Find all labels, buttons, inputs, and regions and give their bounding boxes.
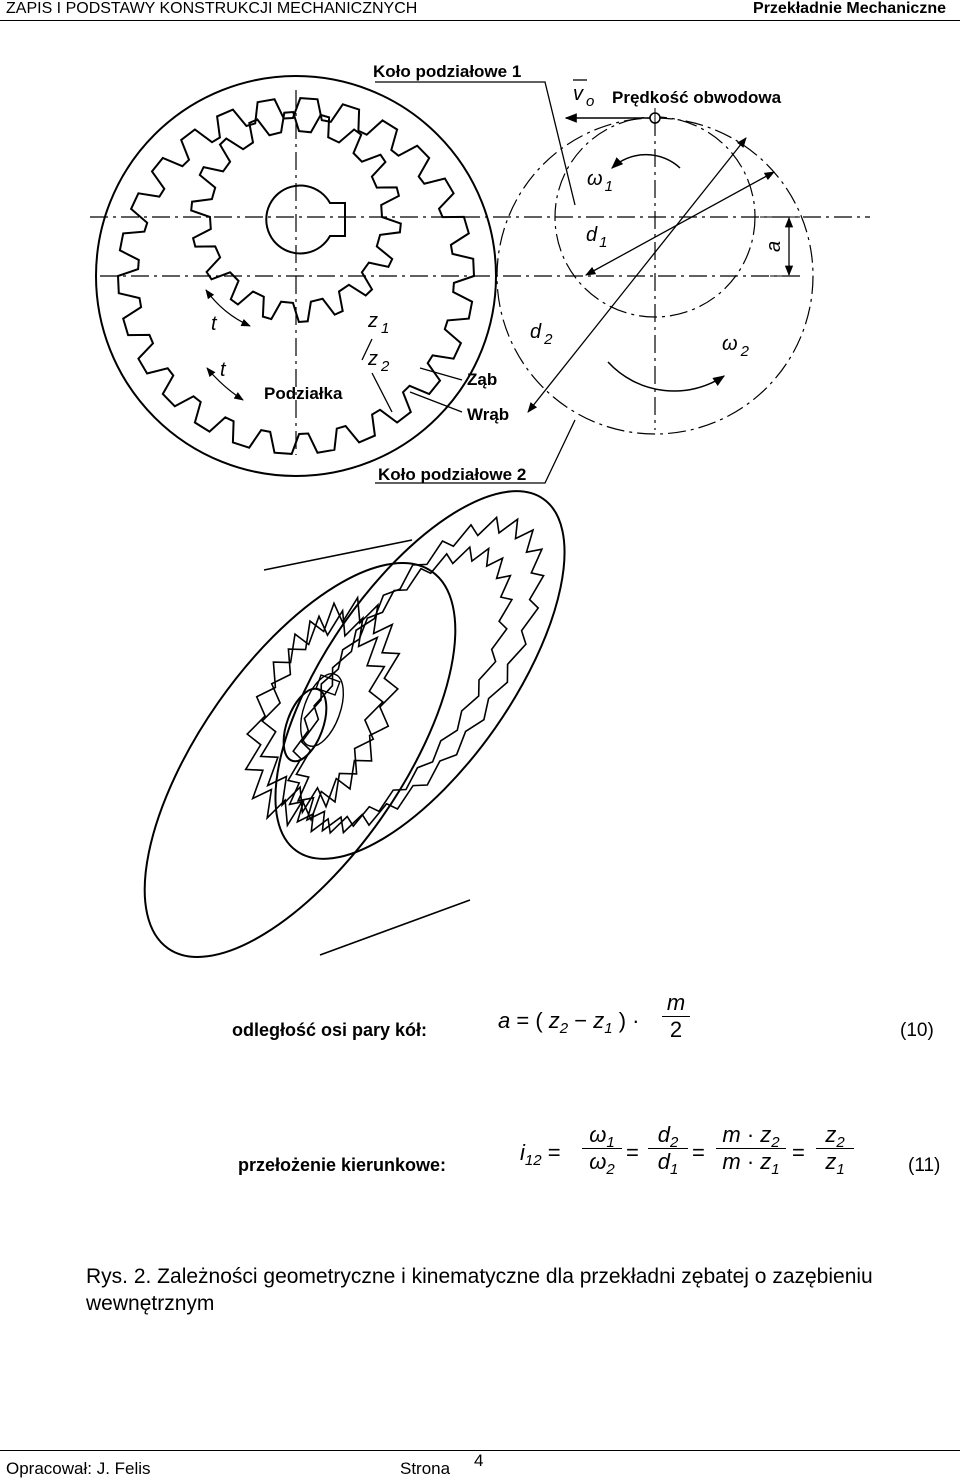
- isometric-gear-assembly: [143, 490, 566, 958]
- figure-caption: Rys. 2. Zależności geometryczne i kinema…: [86, 1265, 873, 1315]
- eq11-label: przełożenie kierunkowe:: [238, 1155, 447, 1175]
- eq10-label: odległość osi pary kół:: [232, 1020, 428, 1040]
- pitch-arc-t1: [205, 289, 251, 327]
- footer-page-label: Strona: [400, 1459, 451, 1478]
- label-predkosc-obwodowa: Prędkość obwodowa: [612, 88, 782, 107]
- header-course-title: ZAPIS I PODSTAWY KONSTRUKCJI MECHANICZNY…: [6, 0, 418, 17]
- pitch-arc-t2: [206, 367, 244, 401]
- label-wrab: Wrąb: [467, 405, 509, 424]
- label-zab: Ząb: [467, 370, 497, 389]
- eq10-number: (10): [900, 1020, 934, 1041]
- header-section-title: Przekładnie Mechaniczne: [753, 0, 946, 17]
- omega1-arrow: [611, 153, 681, 169]
- label-kolo-podzialowe-2: Koło podziałowe 2: [378, 465, 526, 484]
- omega2-arrow: [607, 361, 726, 392]
- pinion-gear: [190, 110, 402, 324]
- footer-page-number: 4: [474, 1451, 484, 1470]
- eq11-number: (11): [908, 1155, 941, 1176]
- label-t-2: t: [220, 359, 227, 381]
- eq10-formula: a = ( z2 − z1 ) ·: [498, 1008, 640, 1037]
- label-kolo-podzialowe-1: Koło podziałowe 1: [373, 62, 521, 81]
- leader-lines: [361, 81, 576, 484]
- label-podzialka: Podziałka: [264, 384, 343, 403]
- pinion-bore-keyway: [265, 184, 346, 255]
- page-header: ZAPIS I PODSTAWY KONSTRUKCJI MECHANICZNY…: [0, 0, 960, 21]
- label-a: a: [763, 241, 785, 252]
- label-t-1: t: [211, 313, 218, 335]
- gear-figure: Koło podziałowe 1 Koło podziałowe 2 Pręd…: [90, 62, 870, 958]
- footer-author: Opracował: J. Felis: [6, 1459, 151, 1478]
- eq11-i12: i12 =: [520, 1140, 561, 1169]
- pinion-teeth: [190, 110, 402, 324]
- page-footer: Opracował: J. Felis Strona 4: [0, 1450, 960, 1483]
- d2-dimension-line: [527, 137, 747, 413]
